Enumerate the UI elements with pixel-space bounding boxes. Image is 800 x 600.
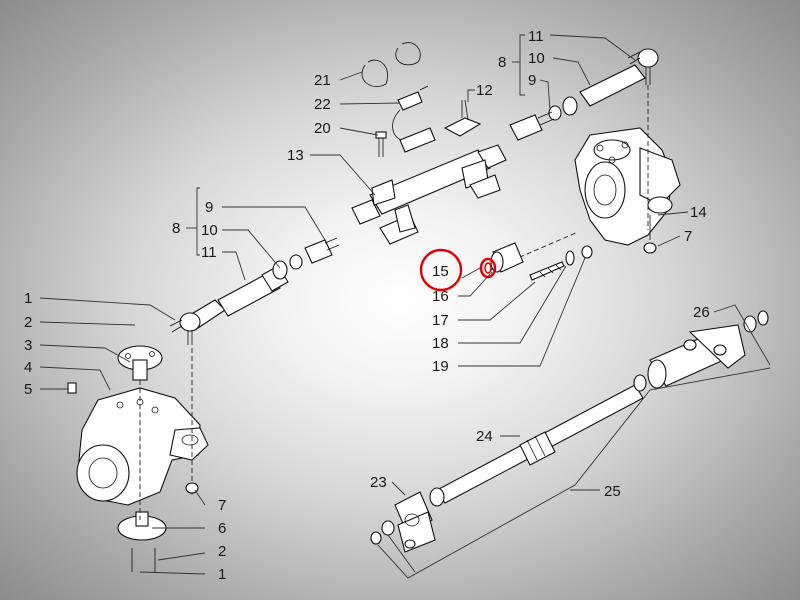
label-8-left: 8	[172, 220, 180, 237]
label-18: 18	[432, 335, 449, 352]
nut-19	[581, 245, 593, 259]
label-19: 19	[432, 358, 449, 375]
highlight-circle	[419, 248, 463, 292]
support-23	[370, 491, 436, 553]
label-9-left: 9	[205, 199, 213, 216]
label-24: 24	[476, 428, 493, 445]
label-5: 5	[24, 381, 32, 398]
label-22: 22	[314, 96, 331, 113]
left-callout-lines	[39, 187, 326, 575]
label-20: 20	[314, 120, 331, 137]
label-25: 25	[604, 483, 621, 500]
label-1-lower: 1	[218, 566, 226, 583]
label-16: 16	[432, 288, 449, 305]
label-11-left: 11	[201, 244, 217, 261]
label-7-right: 7	[684, 228, 692, 245]
label-10-left: 10	[201, 222, 218, 239]
label-14: 14	[690, 204, 707, 221]
left-tie-rod-end	[169, 299, 226, 345]
label-12: 12	[476, 82, 493, 99]
label-8-right: 8	[498, 54, 506, 71]
sensor-22	[392, 85, 436, 153]
center-callout-lines	[310, 71, 475, 196]
label-23: 23	[370, 474, 387, 491]
right-tie-rod-end	[579, 48, 659, 107]
part-labels: 1 2 3 4 5 6 2 1 7 8 9 10 11 13 20 22 21 …	[24, 28, 710, 583]
right-tie-rod	[509, 96, 578, 141]
washer-18	[565, 250, 575, 266]
label-1: 1	[24, 290, 32, 307]
label-3: 3	[24, 337, 32, 354]
callout-lines-15-19	[458, 257, 586, 367]
left-tie-rod	[217, 237, 340, 317]
label-2: 2	[24, 314, 32, 331]
label-21: 21	[314, 72, 331, 89]
label-11-right: 11	[528, 28, 544, 45]
label-7-left: 7	[218, 497, 226, 514]
right-nut	[643, 242, 657, 254]
steering-cylinder	[351, 144, 507, 245]
lower-kingpin-cap	[117, 511, 167, 572]
right-steering-knuckle	[574, 127, 681, 246]
label-2-lower: 2	[218, 543, 226, 560]
left-steering-knuckle	[76, 387, 209, 506]
label-15: 15	[432, 263, 449, 280]
label-13: 13	[287, 147, 304, 164]
sleeve-26	[647, 310, 769, 389]
shaft-24	[429, 374, 647, 507]
label-10-right: 10	[528, 50, 545, 67]
label-9-right: 9	[528, 72, 536, 89]
grease-nipple	[67, 382, 77, 394]
upper-kingpin-cap	[117, 345, 163, 381]
label-17: 17	[432, 312, 449, 329]
lower-callout-lines	[377, 304, 771, 579]
bolt-17	[529, 261, 565, 281]
label-4: 4	[24, 359, 32, 376]
snap-rings-21	[361, 42, 421, 87]
label-6: 6	[218, 520, 226, 537]
label-26: 26	[693, 304, 710, 321]
plate-12	[443, 99, 482, 137]
right-callout-lines	[512, 34, 689, 247]
bolt-20	[375, 131, 387, 157]
